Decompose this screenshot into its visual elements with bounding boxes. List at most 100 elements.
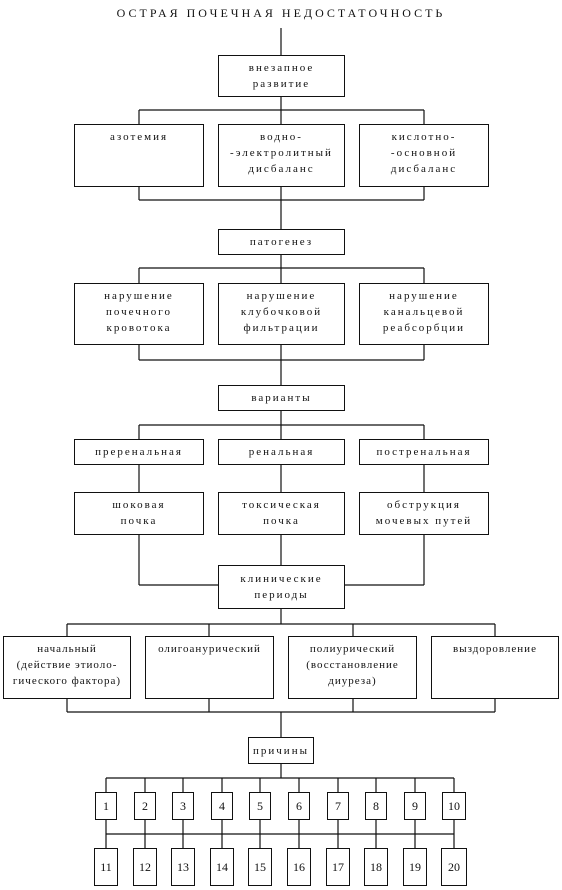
cause-number: 15 — [254, 860, 266, 874]
cause-number: 1 — [103, 799, 109, 813]
example-line: токсическая — [242, 499, 321, 511]
variant-postrenal-box: постренальная — [359, 439, 489, 465]
cause-box: 8 — [365, 792, 387, 820]
cause-box: 2 — [134, 792, 156, 820]
pathogenesis-line: клубочковой — [240, 306, 323, 318]
pathogenesis-filtration-box: нарушение клубочковой фильтрации — [218, 283, 345, 345]
cause-number: 6 — [296, 799, 302, 813]
cause-box: 5 — [249, 792, 271, 820]
pathogenesis-line: фильтрации — [243, 322, 320, 334]
pathogenesis-line: нарушение — [246, 290, 317, 302]
example-shock-kidney-box: шоковая почка — [74, 492, 204, 535]
cause-number: 7 — [335, 799, 341, 813]
pathogenesis-line: канальцевой — [383, 306, 465, 318]
variant-prerenal-box: преренальная — [74, 439, 204, 465]
feature-line: кислотно- — [391, 131, 457, 143]
example-line: шоковая — [112, 499, 166, 511]
period-polyuric-box: полиурический (восстановление диуреза) — [288, 636, 417, 699]
cause-box: 14 — [210, 848, 234, 886]
example-line: мочевых путей — [375, 515, 473, 527]
feature-line: дисбаланс — [248, 163, 315, 175]
feature-line: -электролитный — [230, 147, 333, 159]
period-initial-box: начальный (действие этиоло- гического фа… — [3, 636, 131, 699]
example-line: обструкция — [387, 499, 461, 511]
period-line: полиурический — [309, 643, 396, 655]
pathogenesis-line: нарушение — [104, 290, 174, 302]
cause-number: 14 — [216, 860, 228, 874]
cause-number: 5 — [257, 799, 263, 813]
cause-number: 12 — [139, 860, 151, 874]
pathogenesis-reabsorption-box: нарушение канальцевой реабсорбции — [359, 283, 489, 345]
cause-box: 17 — [326, 848, 350, 886]
cause-number: 11 — [100, 860, 112, 874]
cause-box: 18 — [364, 848, 388, 886]
cause-box: 6 — [288, 792, 310, 820]
cause-box: 11 — [94, 848, 118, 886]
period-line: диуреза) — [328, 675, 377, 687]
pathogenesis-label: патогенез — [249, 236, 314, 248]
cause-number: 13 — [177, 860, 189, 874]
clinical-periods-box: клинические периоды — [218, 565, 345, 609]
cause-number: 18 — [370, 860, 382, 874]
example-toxic-kidney-box: токсическая почка — [218, 492, 345, 535]
variants-label: варианты — [251, 392, 312, 404]
variant-label: постренальная — [376, 446, 472, 458]
cause-box: 1 — [95, 792, 117, 820]
feature-azotemia-box: азотемия — [74, 124, 204, 187]
feature-line: азотемия — [109, 131, 169, 143]
period-recovery-box: выздоровление — [431, 636, 559, 699]
period-line: выздоровление — [453, 643, 537, 655]
onset-line: развитие — [252, 78, 311, 90]
period-line: начальный — [37, 643, 97, 655]
cause-box: 12 — [133, 848, 157, 886]
onset-box: внезапное развитие — [218, 55, 345, 97]
cause-box: 10 — [442, 792, 466, 820]
pathogenesis-line: почечного — [106, 306, 172, 318]
cause-number: 16 — [293, 860, 305, 874]
cause-box: 3 — [172, 792, 194, 820]
cause-box: 20 — [441, 848, 467, 886]
causes-label: причины — [253, 744, 309, 757]
period-line: (восстановление — [306, 659, 399, 671]
variants-box: варианты — [218, 385, 345, 411]
pathogenesis-line: реабсорбции — [382, 322, 466, 334]
cause-number: 10 — [448, 799, 460, 813]
period-line: олигоанурический — [158, 643, 261, 655]
cause-number: 2 — [142, 799, 148, 813]
cause-box: 7 — [327, 792, 349, 820]
example-line: почка — [263, 515, 300, 527]
clinical-periods-line: периоды — [254, 589, 309, 601]
diagram-title: ОСТРАЯ ПОЧЕЧНАЯ НЕДОСТАТОЧНОСТЬ — [116, 6, 446, 20]
period-line: гического фактора) — [12, 675, 122, 687]
pathogenesis-box: патогенез — [218, 229, 345, 255]
variant-label: ренальная — [248, 446, 315, 458]
period-oligoanuric-box: олигоанурический — [145, 636, 274, 699]
pathogenesis-line: кровотока — [106, 322, 172, 334]
cause-box: 19 — [403, 848, 427, 886]
clinical-periods-line: клинические — [240, 573, 323, 585]
cause-box: 4 — [211, 792, 233, 820]
cause-number: 8 — [373, 799, 379, 813]
variant-renal-box: ренальная — [218, 439, 345, 465]
cause-box: 9 — [404, 792, 426, 820]
feature-line: -основной — [390, 147, 458, 159]
cause-number: 19 — [409, 860, 421, 874]
cause-box: 16 — [287, 848, 311, 886]
feature-line: дисбаланс — [390, 163, 458, 175]
cause-box: 15 — [248, 848, 272, 886]
example-obstruction-box: обструкция мочевых путей — [359, 492, 489, 535]
cause-box: 13 — [171, 848, 195, 886]
cause-number: 17 — [332, 860, 344, 874]
causes-box: причины — [248, 737, 314, 764]
cause-number: 3 — [180, 799, 186, 813]
cause-number: 4 — [219, 799, 225, 813]
variant-label: преренальная — [95, 446, 183, 458]
onset-line: внезапное — [248, 62, 315, 74]
example-line: почка — [120, 515, 158, 527]
cause-number: 9 — [412, 799, 418, 813]
pathogenesis-blood-flow-box: нарушение почечного кровотока — [74, 283, 204, 345]
cause-number: 20 — [448, 860, 460, 874]
period-line: (действие этиоло- — [16, 659, 118, 671]
feature-line: водно- — [260, 131, 303, 143]
